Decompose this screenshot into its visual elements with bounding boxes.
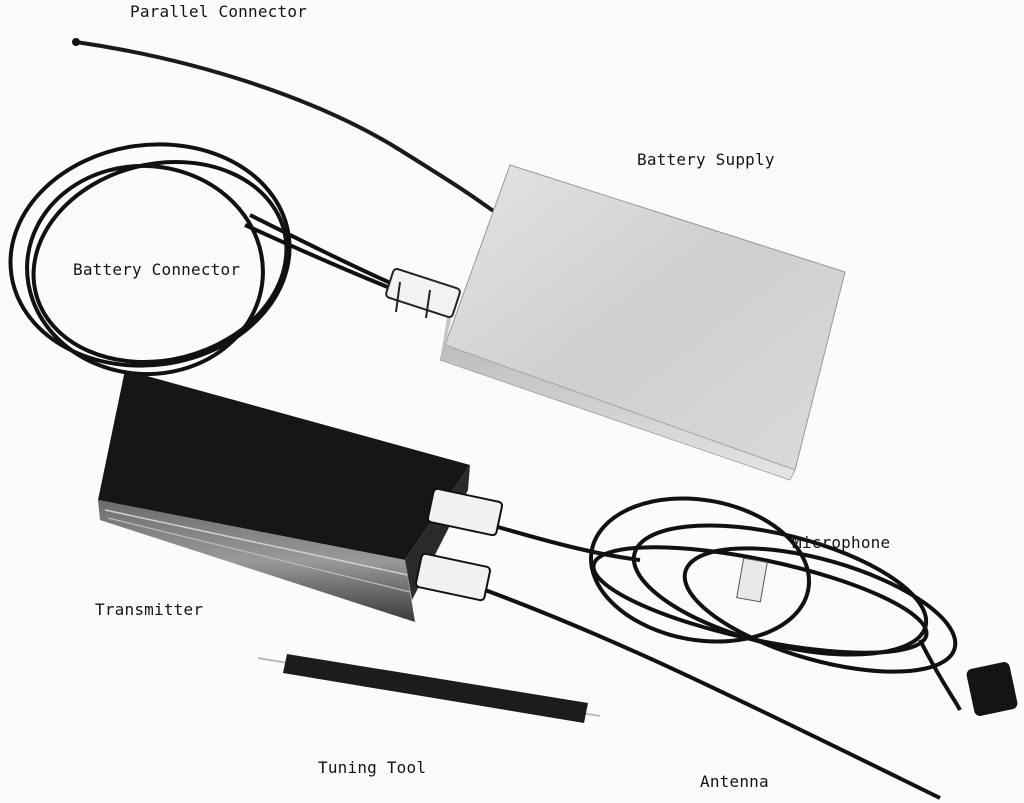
microphone-coil bbox=[588, 496, 962, 711]
antenna-cable bbox=[484, 588, 941, 800]
battery-connector-coil bbox=[8, 142, 401, 377]
label-battery-connector: Battery Connector bbox=[73, 260, 241, 279]
microphone-cable bbox=[497, 525, 641, 562]
battery-supply-box bbox=[439, 164, 846, 481]
microphone-head bbox=[966, 662, 1018, 716]
label-battery-supply: Battery Supply bbox=[637, 150, 775, 169]
parallel-connector-plug bbox=[72, 38, 80, 46]
label-microphone: Microphone bbox=[792, 533, 891, 552]
label-parallel-connector: Parallel Connector bbox=[130, 2, 307, 21]
tuning-tool bbox=[257, 654, 601, 723]
parallel-connector-cable bbox=[74, 40, 494, 212]
label-antenna: Antenna bbox=[700, 772, 769, 791]
coil-tie bbox=[736, 557, 768, 603]
transmitter-connectors bbox=[414, 487, 504, 602]
label-tuning-tool: Tuning Tool bbox=[318, 758, 427, 777]
battery-connector-plug bbox=[385, 267, 461, 319]
transmitter-unit bbox=[98, 370, 470, 622]
label-transmitter: Transmitter bbox=[95, 600, 204, 619]
